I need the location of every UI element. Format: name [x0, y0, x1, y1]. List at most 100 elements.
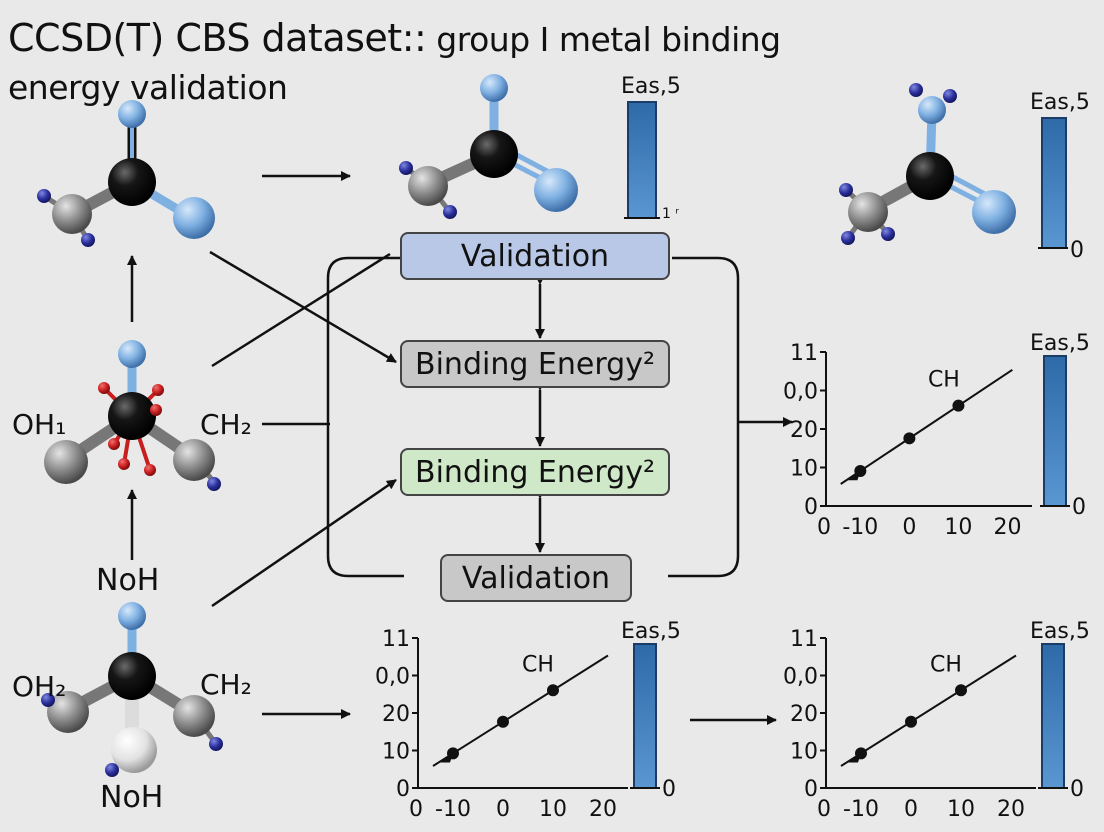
atom-black	[108, 392, 156, 440]
atom-black	[906, 152, 954, 200]
validation-box-top[interactable]: Validation	[400, 232, 670, 280]
x-tick-label: 0	[817, 797, 831, 822]
atom-blue	[480, 74, 508, 102]
atom-navy	[209, 737, 223, 751]
x-tick-label: -10	[842, 515, 878, 540]
y-tick-label: 0	[804, 777, 818, 802]
y-tick-label: 11	[382, 627, 410, 652]
data-point	[447, 747, 459, 760]
atom-red	[108, 438, 120, 450]
label-noh-bot: NoH	[100, 780, 164, 815]
x-tick-label: 20	[997, 797, 1025, 822]
atom-gray	[44, 440, 88, 484]
y-tick-label: 0,0	[783, 380, 818, 405]
atom-red	[118, 458, 130, 470]
colorbar-top-middle-label: Eas,5	[621, 74, 681, 99]
atom-black	[108, 158, 156, 206]
arrow-diag-to-binding-1	[209, 250, 397, 364]
x-tick-label: 0	[496, 797, 510, 822]
atom-blue	[972, 190, 1016, 234]
data-point	[854, 464, 867, 477]
x-tick-label: 0	[817, 515, 831, 540]
atom-gray	[47, 691, 89, 733]
data-point	[903, 432, 916, 445]
x-tick-label: 10	[539, 797, 567, 822]
atom-white	[111, 727, 157, 773]
chart-annotation: CH	[522, 653, 554, 678]
data-point	[855, 747, 867, 760]
atom-gray	[173, 695, 215, 737]
y-tick-label: 20	[790, 418, 818, 443]
atom-blue	[118, 340, 146, 368]
molecule-top-right	[839, 83, 1016, 245]
atom-navy	[839, 183, 853, 197]
data-point	[952, 399, 965, 412]
atom-navy	[443, 205, 457, 219]
y-tick-label: 0	[396, 777, 410, 802]
label-noh-mid: NoH	[96, 563, 160, 598]
y-tick-label: 20	[382, 702, 410, 727]
atom-blue	[173, 197, 215, 239]
atom-navy	[81, 233, 95, 247]
y-tick-label: 10	[790, 457, 818, 482]
y-tick-label: 10	[790, 740, 818, 765]
atom-red	[152, 384, 164, 396]
atom-red	[150, 404, 162, 416]
atom-navy	[909, 83, 923, 97]
left-bracket-line	[326, 256, 404, 578]
y-tick-label: 11	[790, 341, 818, 366]
y-tick-label: 0,0	[783, 665, 818, 690]
chart-annotation: CH	[928, 368, 960, 393]
chart-annotation: CH	[930, 653, 962, 678]
binding-energy-box-2[interactable]: Binding Energy²	[400, 448, 670, 496]
molecule-bottom-left	[41, 602, 223, 777]
atom-black	[470, 130, 518, 178]
atom-navy	[207, 477, 221, 491]
validation-box-bottom[interactable]: Validation	[440, 554, 632, 602]
y-tick-label: 10	[382, 740, 410, 765]
molecule-top-left	[37, 100, 215, 247]
line-diag-to-validation	[211, 252, 391, 368]
colorbar-label: Eas,5	[1030, 619, 1090, 644]
colorbar-top-middle-bottom-label: 1 ʳ	[662, 206, 679, 222]
label-ch2-mid: CH₂	[200, 408, 252, 441]
x-tick-label: -10	[435, 797, 471, 822]
trend-line	[840, 368, 1013, 485]
data-point	[905, 715, 917, 728]
page-title: CCSD(T) CBS dataset:: group I metal bind…	[8, 14, 781, 112]
atom-blue	[918, 96, 946, 124]
data-point	[547, 684, 559, 697]
connector-arrows	[127, 171, 793, 725]
title-line-2: energy validation	[8, 68, 288, 107]
molecule-middle-left	[44, 340, 221, 491]
label-oh1: OH₁	[12, 408, 67, 441]
atom-navy	[37, 189, 51, 203]
atom-gray	[52, 194, 92, 234]
x-tick-label: 20	[589, 797, 617, 822]
molecule-top-middle	[399, 74, 578, 219]
colorbar-top-middle	[624, 101, 660, 219]
x-tick-label: -10	[843, 797, 879, 822]
atom-black	[108, 652, 156, 700]
atom-gray	[173, 439, 215, 481]
atom-navy	[841, 231, 855, 245]
title-line-1-main: CCSD(T) CBS dataset::	[8, 16, 427, 60]
atom-red	[98, 382, 110, 394]
arrow-diag-to-binding-2	[211, 478, 397, 608]
binding-energy-box-1[interactable]: Binding Energy²	[400, 340, 670, 388]
atom-navy	[881, 227, 895, 241]
x-tick-label: 0	[409, 797, 423, 822]
colorbar-bottom-label: 0	[662, 777, 676, 802]
colorbar	[1043, 355, 1067, 507]
y-tick-label: 20	[790, 702, 818, 727]
label-oh2: OH₂	[12, 670, 67, 703]
x-tick-label: 0	[904, 797, 918, 822]
title-line-1-rest: group I metal binding	[426, 20, 781, 59]
y-tick-label: 0	[804, 495, 818, 520]
atom-gray	[408, 166, 448, 206]
atom-navy	[41, 693, 55, 707]
atom-gray	[848, 192, 888, 232]
trend-line	[432, 654, 609, 767]
